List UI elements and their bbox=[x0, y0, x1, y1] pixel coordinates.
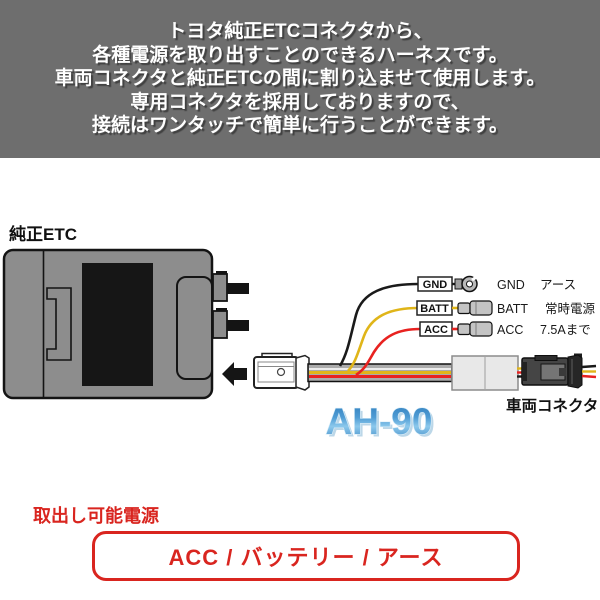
splice-box bbox=[451, 355, 519, 391]
legend-gnd-label: GND bbox=[497, 278, 525, 292]
banner-line-2: 各種電源を取り出すことのできるハーネスです。 bbox=[92, 44, 508, 66]
legend-batt-desc: 常時電源 bbox=[545, 302, 596, 316]
banner-line-4: 専用コネクタを採用しておりますので、 bbox=[130, 91, 470, 113]
spade-terminal-icon bbox=[452, 321, 493, 337]
left-arrow-icon bbox=[222, 362, 247, 386]
model-label: AH-90 bbox=[326, 401, 433, 442]
vehicle-connector-edge bbox=[522, 362, 527, 381]
wire-tag-gnd: GND bbox=[417, 276, 453, 292]
model-label-shadow: AH-90 bbox=[328, 404, 435, 445]
wire-tag-acc: ACC bbox=[419, 321, 453, 337]
wire-gnd bbox=[338, 282, 419, 367]
terminal-crimp bbox=[457, 323, 471, 336]
pin-cap bbox=[216, 308, 227, 312]
harness-plug-inner bbox=[257, 361, 295, 383]
vehicle-connector-label: 車両コネクタ bbox=[506, 396, 598, 415]
vehicle-side-wires bbox=[581, 364, 597, 379]
banner-line-5: 接続はワンタッチで簡単に行うことができます。 bbox=[91, 115, 509, 137]
wire-batt bbox=[347, 306, 419, 372]
power-sources-text: ACC / バッテリー / アース bbox=[168, 545, 444, 570]
legend-acc-desc: 7.5Aまで bbox=[540, 323, 591, 337]
etc-unit bbox=[2, 248, 249, 400]
harness-plug-hole bbox=[276, 367, 286, 377]
etc-mount-bracket bbox=[46, 287, 72, 361]
harness-plug-flange bbox=[295, 354, 310, 391]
wire-black bbox=[581, 364, 597, 369]
tag-text: BATT bbox=[420, 303, 449, 315]
terminal-crimp bbox=[454, 278, 463, 290]
wire-bundle bbox=[307, 363, 453, 383]
wire-acc bbox=[355, 327, 421, 377]
terminal-body bbox=[469, 300, 493, 316]
etc-screen bbox=[82, 263, 153, 386]
vehicle-connector-cap bbox=[567, 354, 583, 389]
ring-terminal-icon bbox=[452, 274, 479, 293]
vehicle-connector bbox=[521, 353, 583, 389]
harness-plug bbox=[253, 352, 310, 391]
banner-line-1: トヨタ純正ETCコネクタから、 bbox=[167, 21, 433, 43]
connector-pin bbox=[212, 310, 228, 339]
ring-hole bbox=[466, 280, 473, 288]
pin-stub bbox=[227, 283, 249, 294]
tag-text: ACC bbox=[424, 324, 448, 336]
vehicle-connector-latch bbox=[534, 355, 558, 361]
vehicle-connector-notch bbox=[559, 368, 566, 376]
legend-batt-label: BATT bbox=[497, 302, 528, 316]
legend-acc-label: ACC bbox=[497, 323, 523, 337]
legend-gnd-desc: アース bbox=[540, 278, 576, 292]
description-banner: トヨタ純正ETCコネクタから、 各種電源を取り出すことのできるハーネスです。 車… bbox=[0, 0, 600, 158]
wire-tag-batt: BATT bbox=[416, 300, 453, 316]
etc-connector-port bbox=[176, 276, 213, 380]
banner-line-3: 車両コネクタと純正ETCの間に割り込ませて使用します。 bbox=[54, 68, 546, 90]
tag-text: GND bbox=[423, 279, 448, 291]
wiring-diagram: 純正ETC bbox=[2, 224, 598, 445]
pin-cap bbox=[216, 271, 227, 275]
ring-gap bbox=[471, 274, 479, 282]
wire-red bbox=[581, 374, 597, 379]
pin-stub bbox=[227, 320, 249, 331]
terminal-body bbox=[469, 321, 493, 337]
terminal-crimp bbox=[457, 302, 471, 315]
connector-pin bbox=[212, 273, 228, 302]
etc-unit-label: 純正ETC bbox=[9, 224, 77, 244]
power-sources-heading: 取出し可能電源 bbox=[33, 506, 159, 526]
spade-terminal-icon bbox=[452, 300, 493, 316]
power-sources-box: ACC / バッテリー / アース bbox=[92, 531, 520, 581]
